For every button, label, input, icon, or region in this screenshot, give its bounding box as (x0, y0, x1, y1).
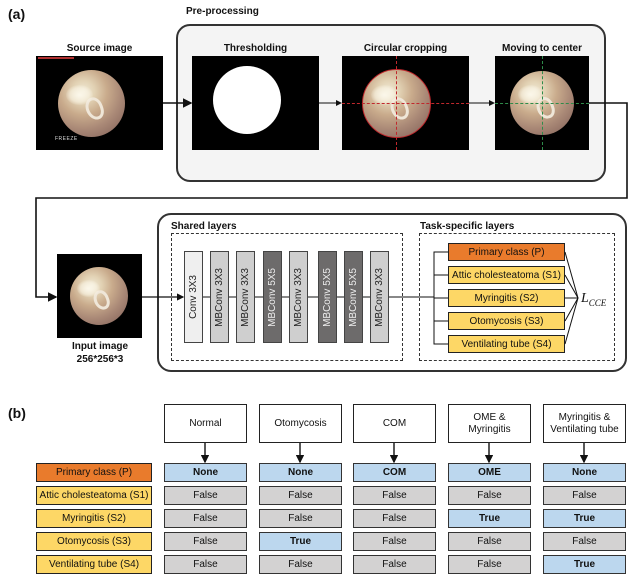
green-vertical-guide (542, 56, 543, 150)
preprocessing-title: Pre-processing (186, 6, 259, 17)
table-cell: True (448, 509, 531, 528)
table-cell: False (353, 486, 436, 505)
layer-mbconv: MBConv 5X5 (344, 251, 363, 343)
table-cell: False (448, 532, 531, 551)
table-cell: False (543, 532, 626, 551)
table-cell: False (353, 555, 436, 574)
table-cell: False (259, 555, 342, 574)
table-cell: False (259, 509, 342, 528)
table-cell: False (164, 509, 247, 528)
input-eardrum (70, 267, 128, 325)
task-myringitis: Myringitis (S2) (448, 289, 565, 307)
task-primary-class: Primary class (P) (448, 243, 565, 261)
table-cell: None (543, 463, 626, 482)
layer-conv: Conv 3X3 (184, 251, 203, 343)
layer-label: MBConv 3X3 (374, 267, 385, 327)
input-image-title: Input image (71, 341, 129, 352)
loss-subscript: CCE (588, 297, 607, 308)
threshold-mask-circle (213, 66, 281, 134)
source-image: FREEZE (36, 56, 163, 150)
table-cell: COM (353, 463, 436, 482)
layer-label: MBConv 5X5 (322, 267, 333, 327)
loss-label: LCCE (581, 291, 606, 308)
row-label-attic-cholesteatoma: Attic cholesteatoma (S1) (36, 486, 152, 505)
panel-a-label: (a) (8, 6, 26, 22)
layer-mbconv: MBConv 3X3 (210, 251, 229, 343)
task-attic-cholesteatoma: Attic cholesteatoma (S1) (448, 266, 565, 284)
table-cell: None (164, 463, 247, 482)
layer-label: MBConv 3X3 (293, 267, 304, 327)
eardrum-image (58, 70, 125, 137)
column-header: Normal (164, 404, 247, 443)
input-image (57, 254, 142, 338)
thresholding-title: Thresholding (223, 43, 288, 54)
row-label-ventilating-tube: Ventilating tube (S4) (36, 555, 152, 574)
table-cell: False (353, 509, 436, 528)
layer-mbconv: MBConv 3X3 (289, 251, 308, 343)
table-cell: False (164, 532, 247, 551)
layer-label: MBConv 5X5 (348, 267, 359, 327)
thresholding-image (192, 56, 319, 150)
layer-label: Conv 3X3 (188, 275, 199, 319)
table-cell: False (543, 486, 626, 505)
circular-cropping-image (342, 56, 469, 150)
table-cell: False (448, 555, 531, 574)
layer-mbconv: MBConv 3X3 (236, 251, 255, 343)
freeze-text: FREEZE (55, 136, 78, 142)
table-cell: False (448, 486, 531, 505)
table-cell: False (353, 532, 436, 551)
task-ventilating-tube: Ventilating tube (S4) (448, 335, 565, 353)
input-image-size: 256*256*3 (76, 354, 124, 365)
column-header: Otomycosis (259, 404, 342, 443)
panel-b-label: (b) (8, 405, 26, 421)
layer-mbconv: MBConv 5X5 (318, 251, 337, 343)
task-layers-title: Task-specific layers (420, 221, 515, 232)
layer-mbconv: MBConv 3X3 (370, 251, 389, 343)
row-label-otomycosis: Otomycosis (S3) (36, 532, 152, 551)
table-cell: False (164, 555, 247, 574)
column-header: OME & Myringitis (448, 404, 531, 443)
row-label-primary-class: Primary class (P) (36, 463, 152, 482)
shared-layers-title: Shared layers (171, 221, 237, 232)
shared-layers-box (171, 233, 403, 361)
table-cell: None (259, 463, 342, 482)
red-vertical-guide (396, 56, 397, 150)
layer-label: MBConv 3X3 (214, 267, 225, 327)
layer-mbconv: MBConv 5X5 (263, 251, 282, 343)
table-cell: OME (448, 463, 531, 482)
table-cell: True (543, 555, 626, 574)
table-cell: True (543, 509, 626, 528)
source-image-title: Source image (66, 43, 133, 54)
moving-to-center-image (495, 56, 589, 150)
table-cell: True (259, 532, 342, 551)
moving-to-center-title: Moving to center (501, 43, 582, 54)
loss-symbol: L (581, 291, 589, 306)
circular-cropping-title: Circular cropping (363, 43, 448, 54)
row-label-myringitis: Myringitis (S2) (36, 509, 152, 528)
table-cell: False (259, 486, 342, 505)
table-cell: False (164, 486, 247, 505)
red-horizontal-guide (342, 103, 469, 104)
timestamp-overlay (38, 57, 74, 59)
task-otomycosis: Otomycosis (S3) (448, 312, 565, 330)
layer-label: MBConv 3X3 (240, 267, 251, 327)
column-header: COM (353, 404, 436, 443)
column-header: Myringitis & Ventilating tube (543, 404, 626, 443)
layer-label: MBConv 5X5 (267, 267, 278, 327)
